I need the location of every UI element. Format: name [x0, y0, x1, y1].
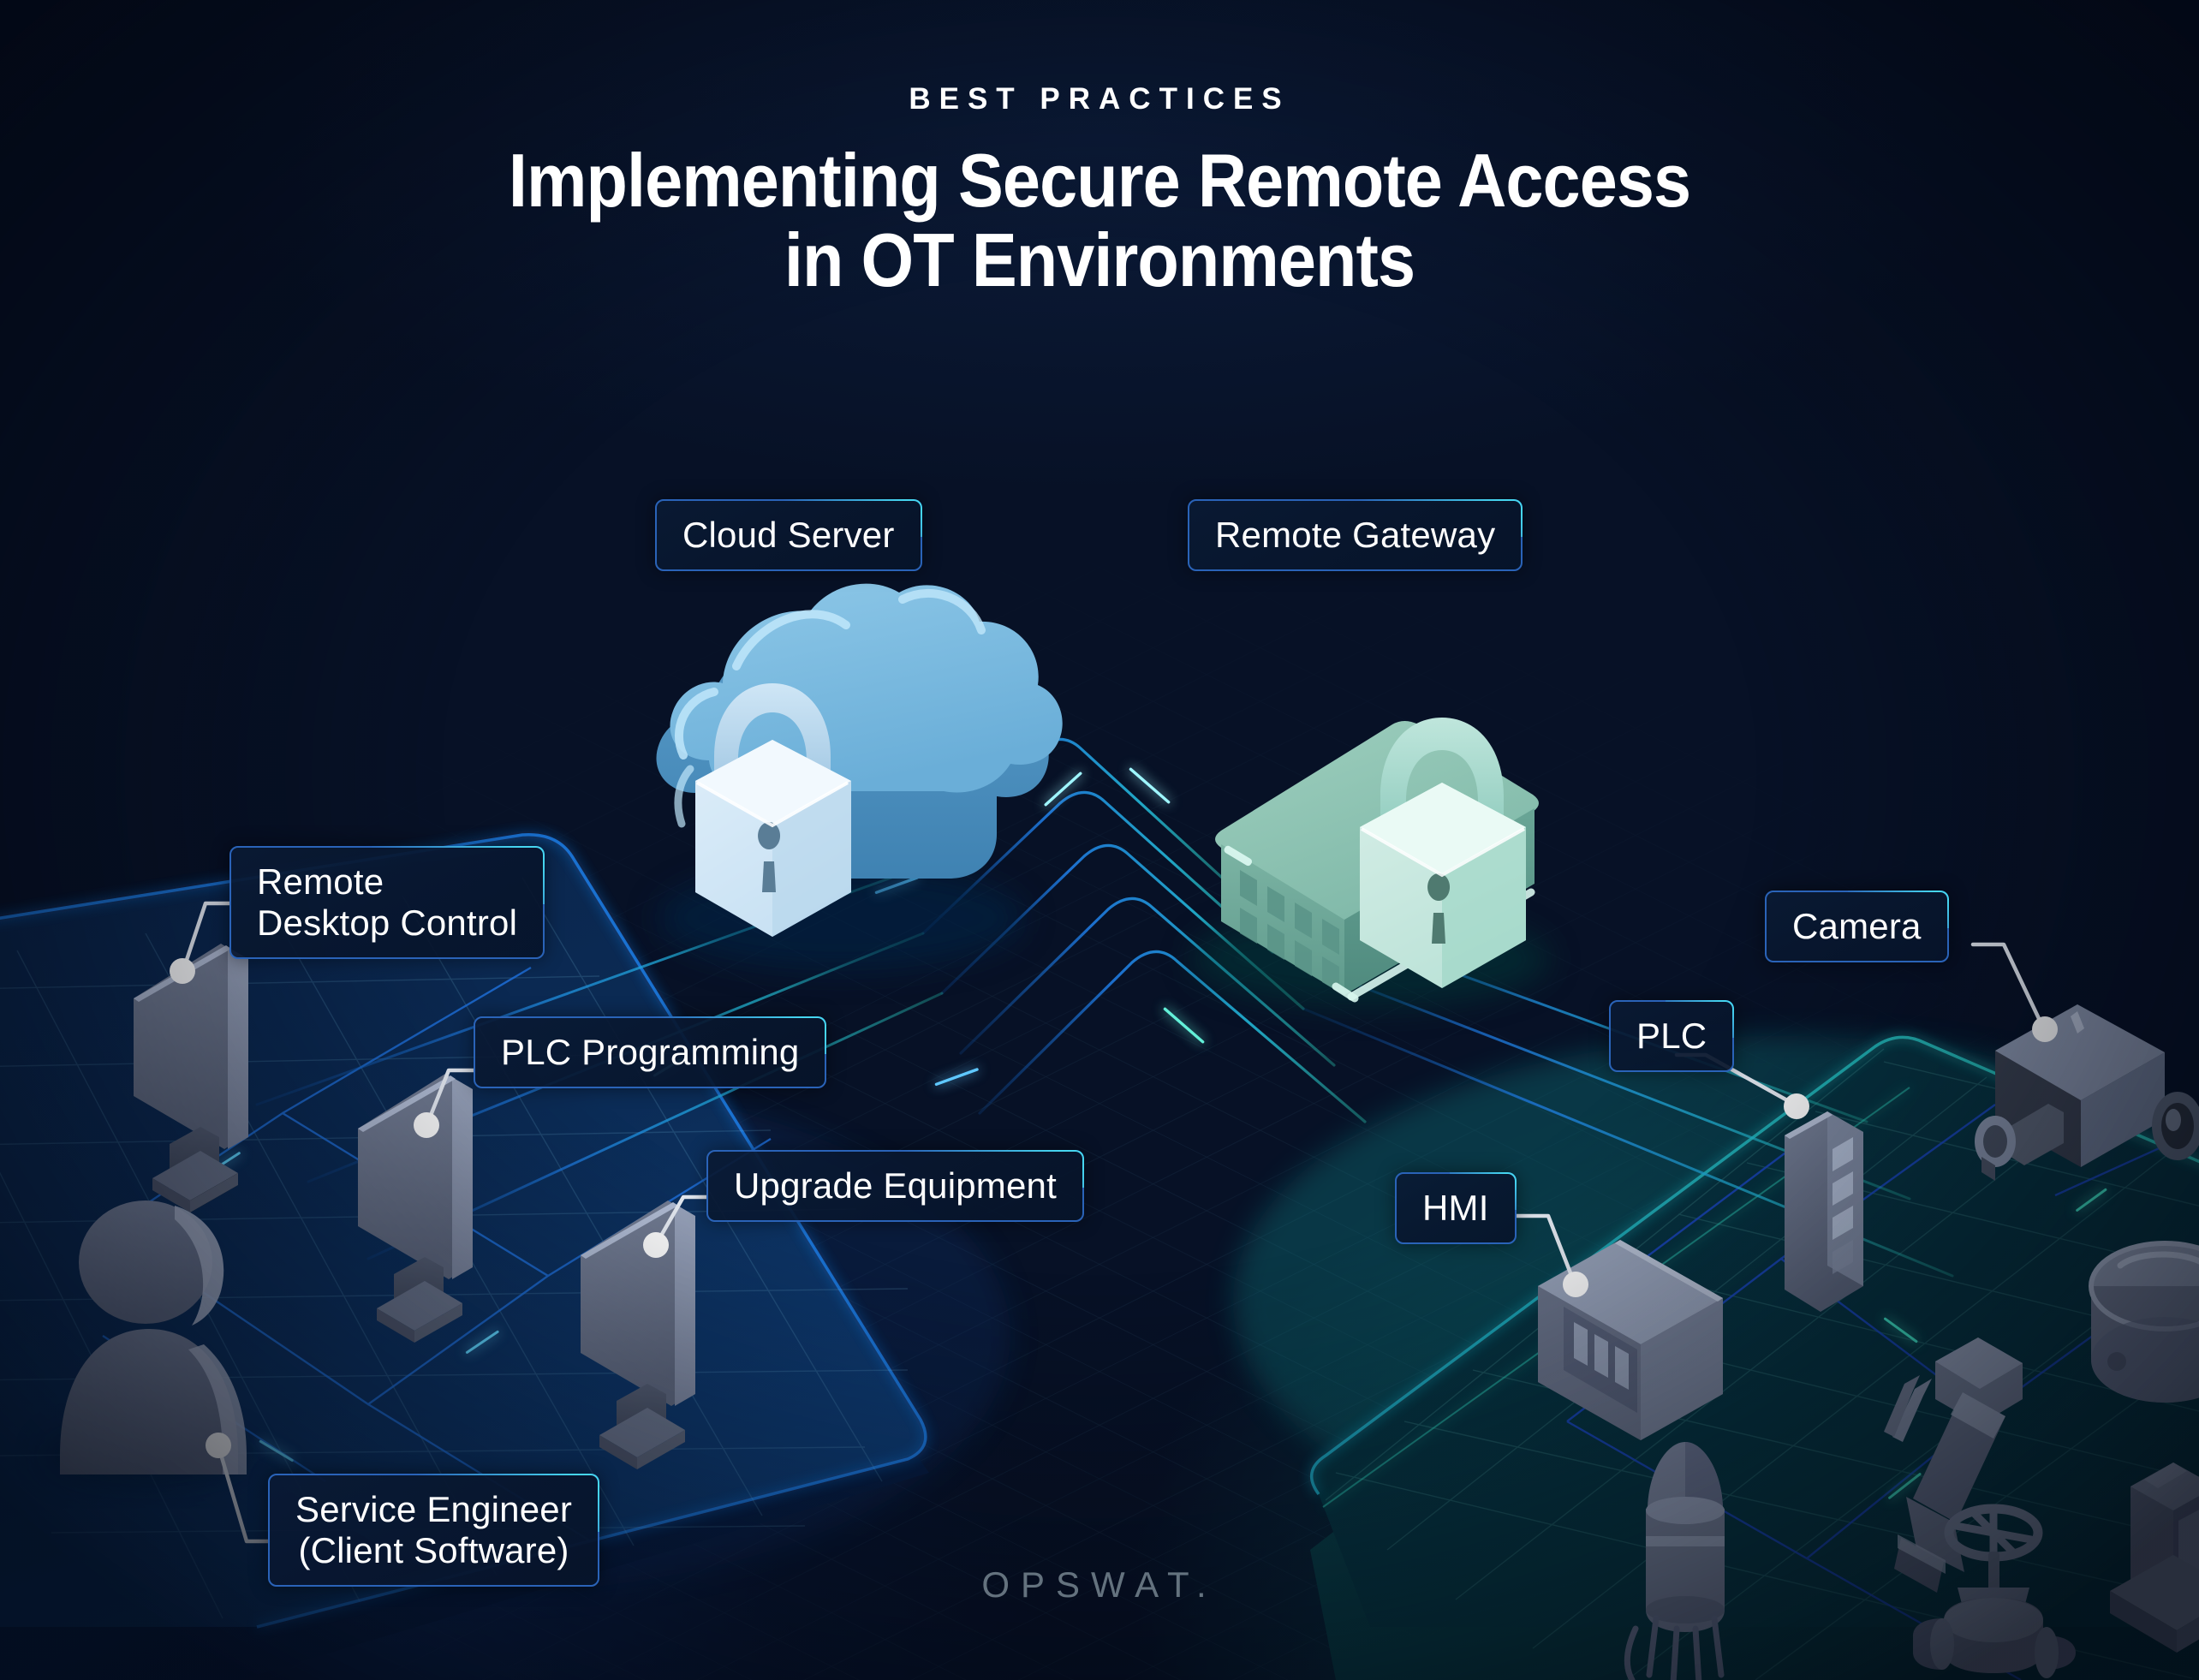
page-title-line-2: in OT Environments — [784, 217, 1415, 303]
label-camera-text: Camera — [1792, 906, 1922, 946]
label-remote-gateway-text: Remote Gateway — [1215, 515, 1496, 555]
label-cloud-server-text: Cloud Server — [682, 515, 895, 555]
eyebrow-text: BEST PRACTICES — [909, 82, 1290, 116]
label-plc: PLC — [1609, 1000, 1735, 1072]
label-hmi: HMI — [1395, 1172, 1517, 1244]
label-upgrade-equipment-text: Upgrade Equipment — [734, 1165, 1057, 1206]
page-header: BEST PRACTICES Implementing Secure Remot… — [0, 82, 2199, 301]
label-remote-desktop-control: Remote Desktop Control — [229, 846, 545, 959]
label-plc-programming-text: PLC Programming — [501, 1032, 800, 1072]
label-plc-text: PLC — [1636, 1016, 1707, 1056]
label-hmi-text: HMI — [1422, 1188, 1489, 1228]
opswat-wordmark: OPSWAT. — [981, 1564, 1218, 1605]
label-remote-desktop-control-text: Remote Desktop Control — [257, 861, 518, 943]
label-service-engineer-text: Service Engineer (Client Software) — [295, 1489, 573, 1570]
page-title-line-1: Implementing Secure Remote Access — [508, 138, 1691, 223]
label-upgrade-equipment: Upgrade Equipment — [706, 1150, 1084, 1222]
page-title: Implementing Secure Remote Access in OT … — [110, 140, 2089, 301]
label-camera: Camera — [1765, 891, 1949, 962]
label-service-engineer: Service Engineer (Client Software) — [268, 1474, 600, 1587]
label-cloud-server: Cloud Server — [655, 499, 922, 571]
label-plc-programming: PLC Programming — [474, 1016, 827, 1088]
label-remote-gateway: Remote Gateway — [1188, 499, 1523, 571]
